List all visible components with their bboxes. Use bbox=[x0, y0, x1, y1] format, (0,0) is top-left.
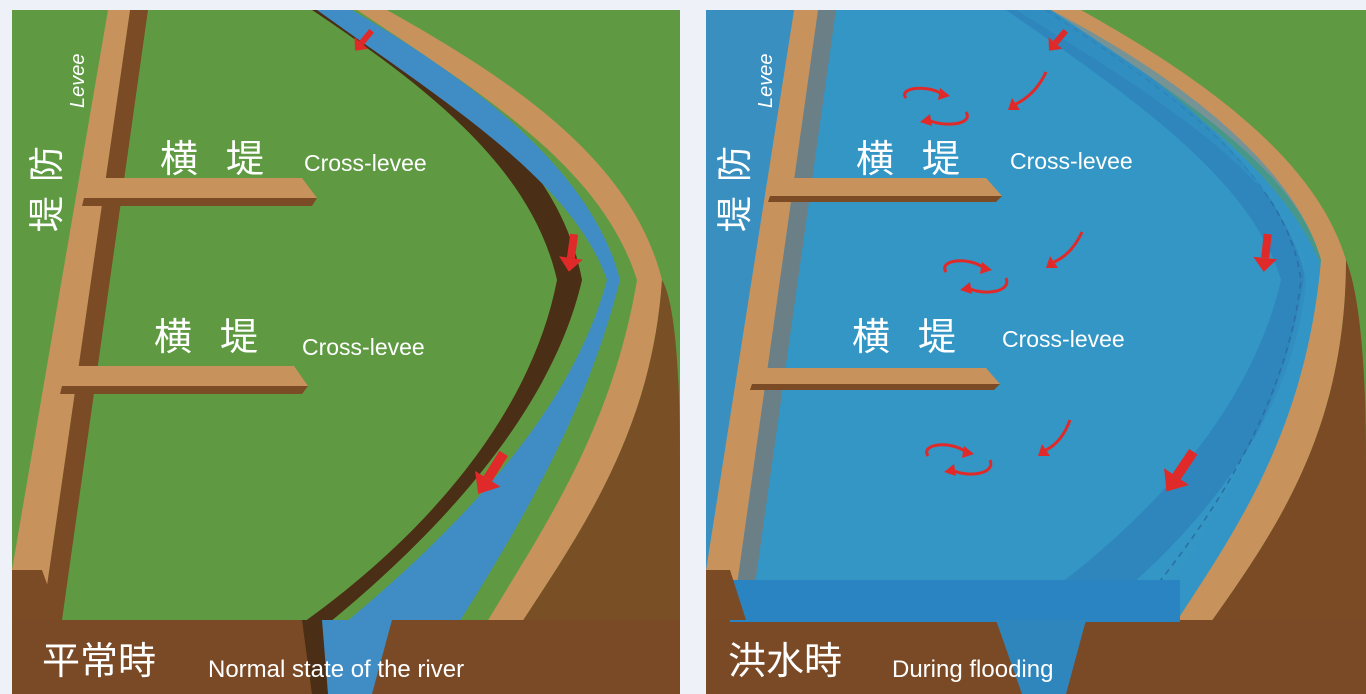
cross-levee-2-side bbox=[750, 384, 1000, 390]
cross-levee-1 bbox=[84, 178, 317, 198]
cross-levee-1 bbox=[770, 178, 1002, 196]
panel-normal-state: 堤防 Levee 横堤 Cross-levee 横堤 Cross-levee 平… bbox=[12, 10, 680, 694]
flood-overlay bbox=[1016, 10, 1321, 622]
cross-levee-2-side bbox=[60, 386, 308, 394]
flow-arrow-icon bbox=[354, 28, 375, 51]
eddy-icon bbox=[903, 86, 969, 126]
right-levee-side bbox=[522, 280, 680, 622]
flow-arrow-icon bbox=[1053, 231, 1084, 264]
eddy-icon bbox=[920, 114, 932, 126]
right-levee-side bbox=[1211, 260, 1366, 622]
eddy-icon bbox=[980, 262, 992, 274]
panel-during-flooding: 堤防 Levee 横堤 Cross-levee 横堤 Cross-levee 洪… bbox=[706, 10, 1366, 694]
main-levee-top bbox=[12, 10, 130, 620]
cross-levee-2 bbox=[62, 366, 308, 386]
normal-state-illustration bbox=[12, 10, 680, 694]
cross-levee-label-en: Cross-levee bbox=[302, 334, 425, 360]
flow-arrow-icon bbox=[1253, 233, 1278, 272]
main-levee-overlay bbox=[706, 10, 794, 570]
river-bank-left bbox=[304, 10, 582, 622]
cross-levee-label-jp: 横堤 bbox=[856, 137, 989, 181]
flow-arrow-icon bbox=[1038, 444, 1050, 456]
cross-levee-label-jp: 横堤 bbox=[154, 315, 287, 359]
caption-jp: 洪水時 bbox=[728, 639, 843, 683]
levee-label-jp: 堤防 bbox=[27, 131, 68, 232]
cross-levee-label-jp: 横堤 bbox=[852, 315, 985, 359]
levee-label-jp: 堤防 bbox=[715, 131, 756, 232]
cross-levee-1-side bbox=[82, 198, 317, 206]
main-levee-side bbox=[42, 10, 148, 620]
levee-label-en: Levee bbox=[755, 53, 777, 109]
cross-levee-1-side bbox=[768, 196, 1002, 202]
main-levee-top bbox=[706, 10, 818, 620]
channel-cut bbox=[996, 620, 1086, 694]
eddy-icon bbox=[943, 259, 1009, 294]
caption-en: Normal state of the river bbox=[208, 656, 465, 683]
eddy-icon bbox=[925, 443, 993, 476]
flooding-illustration bbox=[706, 10, 1366, 694]
flood-water bbox=[706, 10, 1326, 622]
flow-arrow-icon bbox=[559, 233, 583, 272]
flow-arrow-icon bbox=[1048, 28, 1069, 51]
levee-label-en: Levee bbox=[67, 53, 89, 109]
eddy-icon bbox=[944, 464, 956, 476]
river-water bbox=[312, 10, 620, 694]
main-levee-base bbox=[12, 570, 60, 620]
left-bank-base bbox=[706, 570, 746, 620]
cross-levee-label-jp: 横堤 bbox=[160, 137, 293, 181]
cross-levee-2 bbox=[752, 368, 1000, 384]
main-levee-side bbox=[732, 10, 836, 620]
eddy-icon bbox=[960, 282, 972, 294]
flow-arrow-icon bbox=[1046, 256, 1058, 268]
flow-arrow-icon bbox=[1015, 71, 1048, 106]
cross-levee-label-en: Cross-levee bbox=[1002, 326, 1125, 352]
eddy-icon bbox=[938, 88, 950, 100]
caption-en: During flooding bbox=[892, 656, 1054, 683]
flood-band bbox=[730, 580, 1180, 622]
flow-arrow-icon bbox=[1164, 448, 1198, 492]
right-levee-grass bbox=[1346, 260, 1366, 460]
eddy-icon bbox=[962, 446, 974, 458]
flow-arrow-icon bbox=[475, 450, 508, 495]
flow-arrow-icon bbox=[1008, 98, 1020, 110]
caption-jp: 平常時 bbox=[42, 639, 157, 683]
right-levee-top bbox=[1051, 10, 1346, 622]
right-levee-top bbox=[357, 10, 662, 622]
flow-arrow-icon bbox=[1045, 419, 1072, 452]
right-levee-side-grass bbox=[662, 280, 680, 460]
left-bank-cut bbox=[302, 620, 328, 694]
cross-levee-label-en: Cross-levee bbox=[304, 150, 427, 176]
river-channel bbox=[1006, 10, 1306, 622]
cross-levee-label-en: Cross-levee bbox=[1010, 148, 1133, 174]
